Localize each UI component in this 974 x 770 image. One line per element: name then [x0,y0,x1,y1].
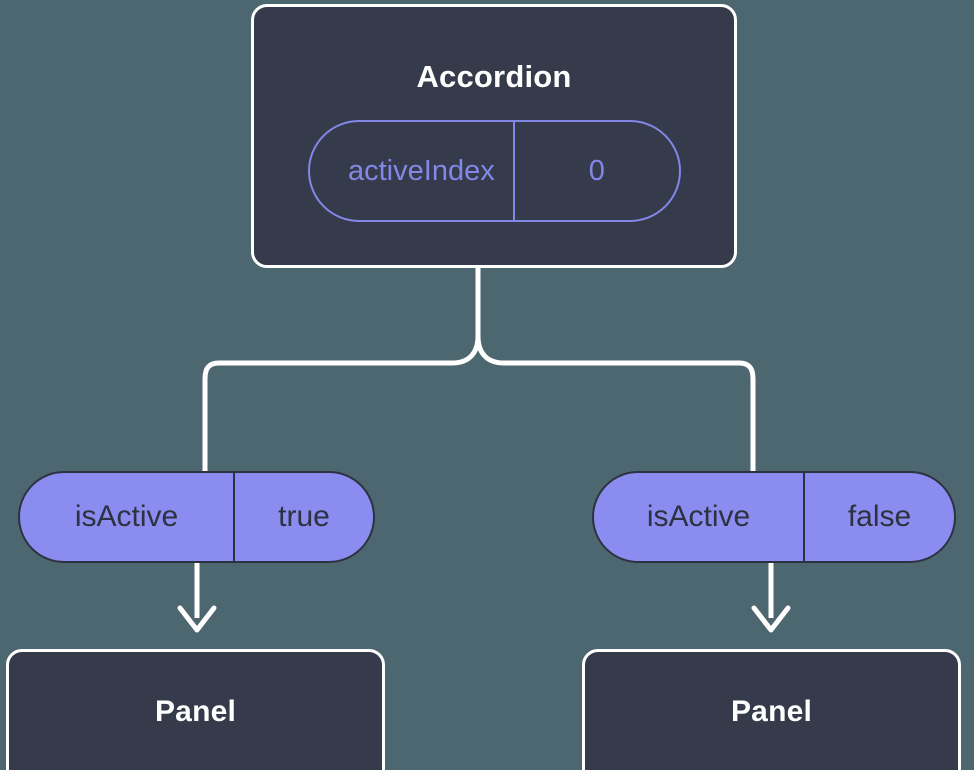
fork-connector-right [475,265,756,474]
panel-left-prop-key: isActive [74,500,179,533]
fork-connector [202,265,481,474]
panel-left-component-node[interactable]: Panel [6,649,385,770]
arrow-head-left [177,605,217,633]
panel-right-node-label: Panel [730,695,813,728]
panel-right-component-node[interactable]: Panel [582,649,961,770]
accordion-prop-key: activeIndex [348,154,495,187]
panel-right-prop-badge[interactable]: isActive false [592,471,956,563]
panel-right-prop-value: false [803,473,954,561]
panel-left-prop-value: true [233,473,373,561]
panel-left-prop-badge[interactable]: isActive true [18,471,375,563]
accordion-node-label: Accordion [416,59,572,94]
accordion-prop-badge[interactable]: activeIndex 0 [308,120,681,222]
arrow-head-right [751,605,791,633]
accordion-prop-value: 0 [512,122,679,220]
panel-left-node-label: Panel [154,695,237,728]
panel-right-prop-key: isActive [646,500,751,533]
